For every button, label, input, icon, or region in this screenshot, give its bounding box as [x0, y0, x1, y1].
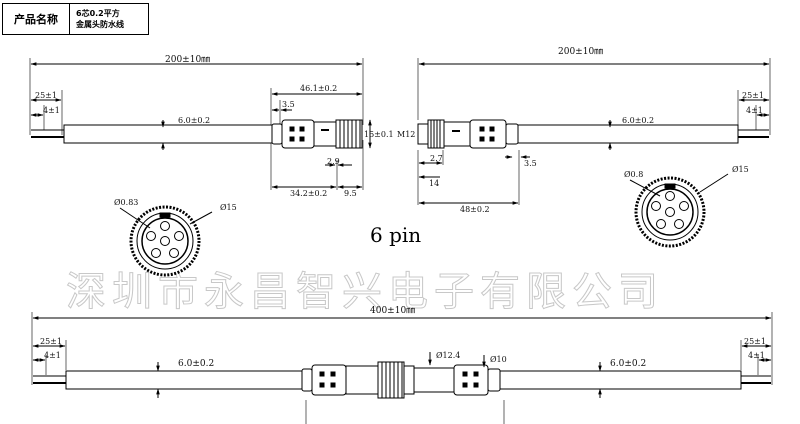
left-face-pin-dia: Ø0.83: [114, 198, 138, 207]
right-face-pin-dia: Ø0.8: [624, 170, 643, 179]
product-desc-line: 金属头防水线: [76, 20, 124, 29]
tl-dim-34-2: 34.2±0.2: [290, 189, 327, 198]
bottom-cable-assembly: [31, 312, 773, 424]
top-left-cable-assembly: [29, 58, 372, 190]
tr-dim-3-5: 3.5: [524, 159, 537, 168]
company-watermark: 深圳市永昌智兴电子有限公司: [66, 269, 664, 315]
pin-count-label: 6 pin: [370, 223, 421, 247]
tr-dim-48: 48±0.2: [460, 205, 490, 214]
bottom-strip-inner-right: 4±1: [748, 351, 765, 360]
bottom-cable-left: 6.0±0.2: [178, 359, 214, 369]
bottom-total-length: 400±10㎜: [370, 306, 415, 316]
top-right-cable-assembly: [417, 58, 771, 205]
tl-conn-length: 46.1±0.2: [300, 84, 337, 93]
tl-total-length: 200±10㎜: [165, 55, 210, 65]
tr-strip-inner: 4±1: [746, 106, 763, 115]
bottom-dia-10: Ø10: [490, 355, 507, 364]
product-spec-line: 6芯0.2平方: [76, 9, 120, 18]
product-name-value: 6芯0.2平方 金属头防水线: [70, 4, 148, 34]
tl-strip-outer: 25±1: [35, 91, 57, 100]
tl-dim-3-5: 3.5: [282, 100, 295, 109]
tr-strip-outer: 25±1: [742, 91, 764, 100]
right-face-outer-dia: Ø15: [732, 165, 749, 174]
tr-dim-14: 14: [429, 179, 439, 188]
tr-thread: M12: [397, 130, 415, 139]
title-block: 产品名称 6芯0.2平方 金属头防水线: [2, 3, 149, 35]
bottom-strip-outer-left: 25±1: [40, 337, 62, 346]
bottom-dia-12-4: Ø12.4: [436, 351, 460, 360]
left-face-outer-dia: Ø15: [220, 203, 237, 212]
tl-cable-dia: 6.0±0.2: [178, 116, 210, 125]
right-connector-face: [629, 173, 729, 248]
tr-cable-dia: 6.0±0.2: [622, 116, 654, 125]
tl-strip-inner: 4±1: [43, 106, 60, 115]
tl-dim-2-9: 2.9: [327, 157, 340, 166]
bottom-strip-inner-left: 4±1: [44, 351, 61, 360]
tl-dim-15: 15±0.1: [364, 130, 394, 139]
tr-total-length: 200±10㎜: [558, 47, 603, 57]
tr-dim-2-7: 2.7: [430, 154, 443, 163]
bottom-cable-right: 6.0±0.2: [610, 359, 646, 369]
bottom-strip-outer-right: 25±1: [744, 337, 766, 346]
left-connector-face: [119, 205, 213, 277]
tl-dim-9-5: 9.5: [344, 189, 357, 198]
product-name-label: 产品名称: [3, 4, 70, 34]
